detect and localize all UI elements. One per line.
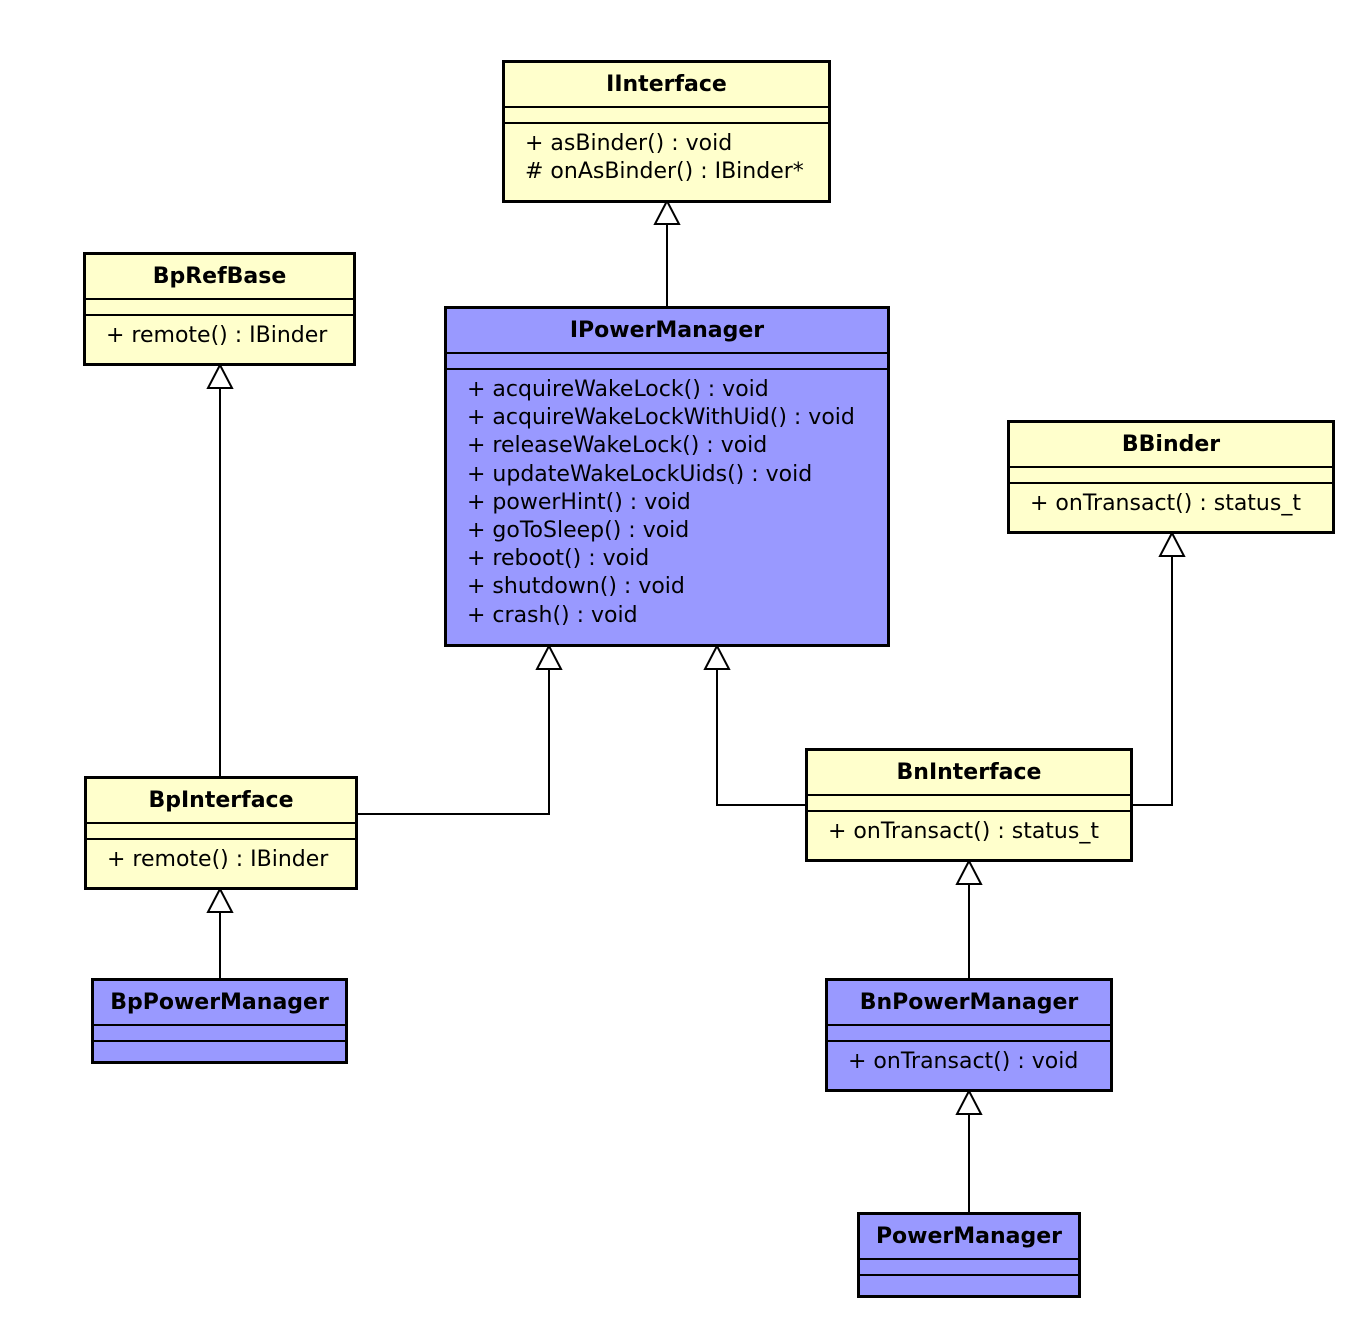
class-ipowermanager[interactable]: IPowerManager + acquireWakeLock() : void…: [444, 306, 890, 647]
operation: + powerHint() : void: [467, 489, 691, 515]
class-name: IPowerManager: [447, 309, 887, 354]
attributes-compartment: [447, 354, 887, 370]
generalization-arrowhead: [703, 643, 731, 670]
operation: + onTransact() : status_t: [828, 819, 1099, 844]
class-bpinterface[interactable]: BpInterface + remote() : IBinder: [84, 776, 358, 890]
class-name: BpInterface: [87, 779, 355, 824]
operations-compartment: + onTransact() : void: [828, 1042, 1110, 1089]
generalization-arrowhead: [1158, 530, 1186, 557]
operations-compartment: [94, 1042, 345, 1061]
operation: + asBinder() : void: [525, 131, 733, 156]
operations-compartment: [860, 1276, 1078, 1295]
operation: + goToSleep() : void: [467, 518, 690, 544]
class-bppowermanager[interactable]: BpPowerManager: [91, 978, 348, 1064]
generalization-arrowhead: [535, 643, 563, 670]
generalization-arrowhead: [955, 858, 983, 885]
attributes-compartment: [87, 824, 355, 840]
attributes-compartment: [94, 1026, 345, 1042]
generalization-arrowhead: [653, 198, 681, 225]
generalization-arrowhead: [206, 886, 234, 913]
operations-compartment: + acquireWakeLock() : void + acquireWake…: [447, 370, 887, 644]
class-name: BpPowerManager: [94, 981, 345, 1026]
attributes-compartment: [860, 1260, 1078, 1276]
class-name: IInterface: [505, 63, 828, 108]
attributes-compartment: [828, 1026, 1110, 1042]
operation: + onTransact() : void: [848, 1049, 1079, 1074]
class-name: BpRefBase: [86, 255, 353, 300]
operation: + onTransact() : status_t: [1030, 491, 1301, 516]
attributes-compartment: [1010, 468, 1332, 484]
operations-compartment: + remote() : IBinder: [86, 316, 353, 363]
class-iinterface[interactable]: IInterface + asBinder() : void # onAsBin…: [502, 60, 831, 203]
operation: + acquireWakeLockWithUid() : void: [467, 405, 855, 431]
class-bnpowermanager[interactable]: BnPowerManager + onTransact() : void: [825, 978, 1113, 1092]
attributes-compartment: [86, 300, 353, 316]
operation: + crash() : void: [467, 602, 638, 628]
class-name: BnInterface: [808, 751, 1130, 796]
class-bprefbase[interactable]: BpRefBase + remote() : IBinder: [83, 252, 356, 366]
operations-compartment: + asBinder() : void # onAsBinder() : IBi…: [505, 124, 828, 200]
edge-bninterface-bbinder: [1131, 556, 1173, 806]
operation: + updateWakeLockUids() : void: [467, 461, 813, 487]
class-powermanager[interactable]: PowerManager: [857, 1212, 1081, 1298]
operation: + releaseWakeLock() : void: [467, 433, 768, 459]
generalization-arrowhead: [206, 362, 234, 389]
class-name: BBinder: [1010, 423, 1332, 468]
operation: # onAsBinder() : IBinder*: [525, 159, 804, 185]
operation: + shutdown() : void: [467, 574, 685, 600]
operation: + remote() : IBinder: [107, 847, 329, 872]
edge-bninterface-ipowermanager: [716, 669, 807, 806]
operations-compartment: + remote() : IBinder: [87, 840, 355, 887]
operation: + reboot() : void: [467, 546, 650, 572]
operations-compartment: + onTransact() : status_t: [1010, 484, 1332, 531]
class-name: BnPowerManager: [828, 981, 1110, 1026]
attributes-compartment: [808, 796, 1130, 812]
class-bbinder[interactable]: BBinder + onTransact() : status_t: [1007, 420, 1335, 534]
class-bninterface[interactable]: BnInterface + onTransact() : status_t: [805, 748, 1133, 862]
edge-bpinterface-ipowermanager: [356, 669, 550, 815]
generalization-arrowhead: [955, 1088, 983, 1115]
operations-compartment: + onTransact() : status_t: [808, 812, 1130, 859]
attributes-compartment: [505, 108, 828, 124]
operation: + remote() : IBinder: [106, 323, 328, 348]
operation: + acquireWakeLock() : void: [467, 377, 769, 402]
class-name: PowerManager: [860, 1215, 1078, 1260]
